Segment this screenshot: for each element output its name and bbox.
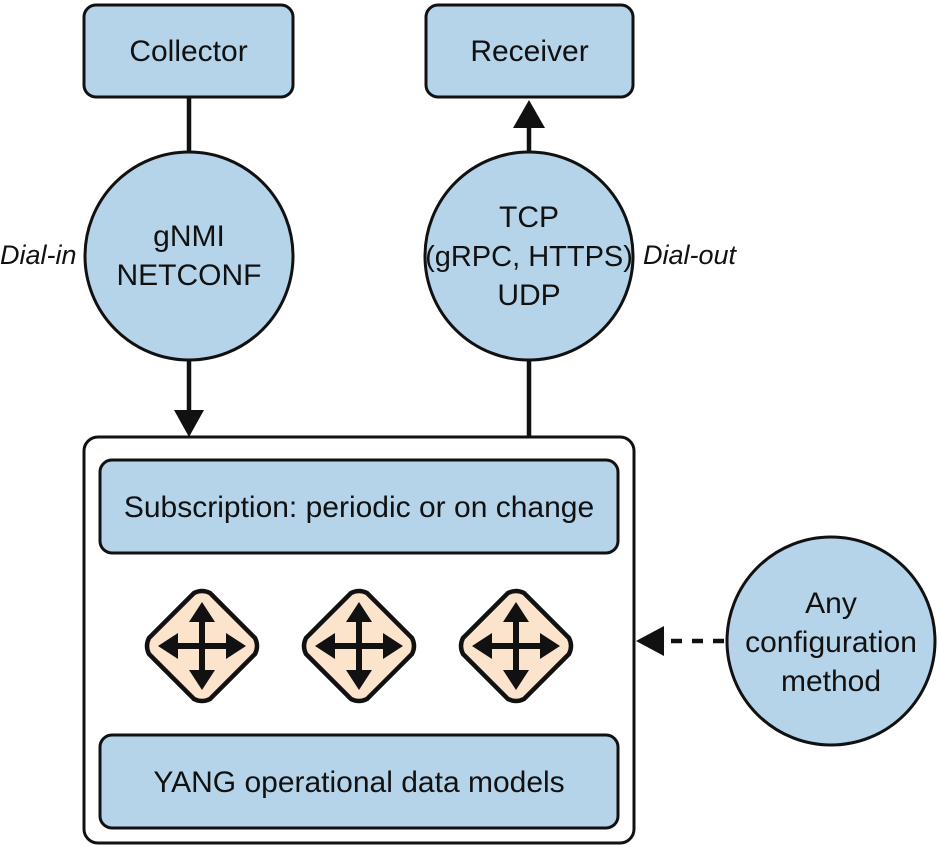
config-arrow-head (636, 626, 664, 656)
protocol-tcp: TCP (499, 201, 559, 234)
receiver-node: Receiver (424, 3, 635, 99)
data-models-box: YANG operational data models (98, 733, 620, 830)
config-method-line-2: configuration (745, 626, 917, 659)
protocol-grpc-https: (gRPC, HTTPS) (425, 241, 633, 273)
dial-out-arrow-head (513, 100, 545, 128)
collector-label: Collector (129, 35, 247, 68)
config-method-node: Any configuration method (725, 535, 937, 747)
dial-in-protocol-node: gNMI NETCONF (83, 150, 295, 362)
data-models-label: YANG operational data models (153, 766, 564, 799)
collector-node: Collector (82, 3, 295, 99)
protocol-gnmi: gNMI (153, 220, 225, 253)
dial-in-label: Dial-in (0, 240, 77, 270)
dial-out-protocol-node: TCP (gRPC, HTTPS) UDP (423, 150, 635, 362)
dial-in-arrow-head (174, 410, 204, 437)
subscription-box: Subscription: periodic or on change (98, 458, 620, 555)
config-method-line-1: Any (805, 587, 857, 620)
dial-out-label: Dial-out (643, 240, 738, 270)
receiver-label: Receiver (470, 35, 588, 68)
protocol-netconf: NETCONF (117, 259, 262, 292)
protocol-udp: UDP (497, 279, 560, 312)
subscription-label: Subscription: periodic or on change (124, 491, 594, 524)
config-method-line-3: method (781, 665, 881, 698)
network-device-container: Subscription: periodic or on change YANG… (82, 435, 636, 845)
